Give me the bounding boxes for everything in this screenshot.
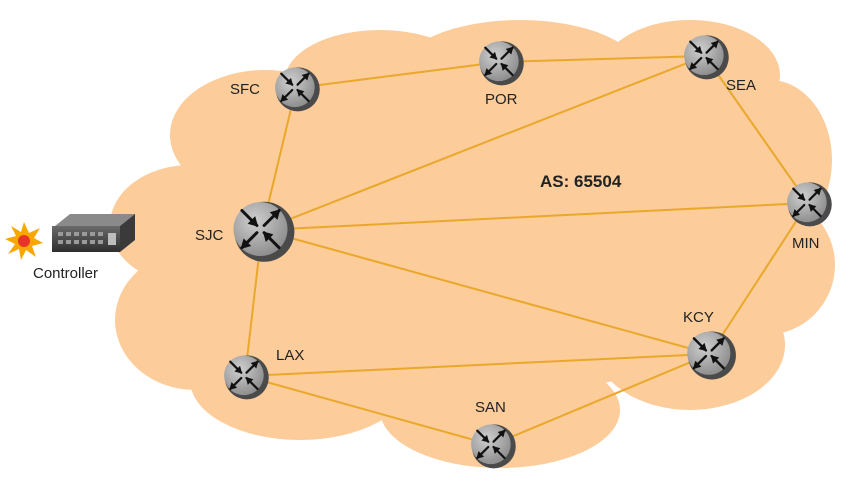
router-min[interactable] <box>787 182 832 227</box>
link-sjc-kcy <box>261 229 711 355</box>
router-label-lax: LAX <box>276 347 304 364</box>
link-lax-kcy <box>244 353 711 377</box>
link-por-sea <box>499 55 706 63</box>
link-san-kcy <box>491 353 711 446</box>
router-arrows-icon <box>240 209 281 250</box>
link-sjc-min <box>261 202 809 231</box>
router-label-por: POR <box>485 91 518 108</box>
controller-label: Controller <box>33 265 98 282</box>
alert-starburst-icon <box>5 222 43 260</box>
controller-server-icon <box>52 214 135 252</box>
link-lax-san <box>244 375 493 446</box>
router-sfc[interactable] <box>275 67 320 112</box>
router-sea[interactable] <box>684 35 729 80</box>
router-kcy[interactable] <box>687 331 736 380</box>
router-arrows-icon <box>692 337 725 370</box>
router-arrows-icon <box>689 40 719 71</box>
router-arrows-icon <box>484 46 514 77</box>
router-arrows-icon <box>280 72 310 103</box>
link-min-kcy <box>709 202 809 355</box>
router-san[interactable] <box>471 424 516 469</box>
router-label-sea: SEA <box>726 77 756 94</box>
router-label-sjc: SJC <box>195 227 224 244</box>
as-number-label: AS: 65504 <box>540 172 622 191</box>
controller[interactable]: Controller <box>5 214 135 282</box>
router-label-kcy: KCY <box>683 309 714 326</box>
router-label-min: MIN <box>792 235 820 252</box>
router-por[interactable] <box>479 41 524 86</box>
router-arrows-icon <box>792 187 822 218</box>
link-sfc-por <box>295 61 501 89</box>
link-sjc-sea <box>261 55 706 231</box>
router-arrows-icon <box>229 360 259 391</box>
router-sjc[interactable] <box>233 201 295 262</box>
router-arrows-icon <box>476 429 506 460</box>
link-sea-min <box>704 55 809 204</box>
router-label-sfc: SFC <box>230 81 260 98</box>
router-label-san: SAN <box>475 399 506 416</box>
router-lax[interactable] <box>224 355 269 400</box>
